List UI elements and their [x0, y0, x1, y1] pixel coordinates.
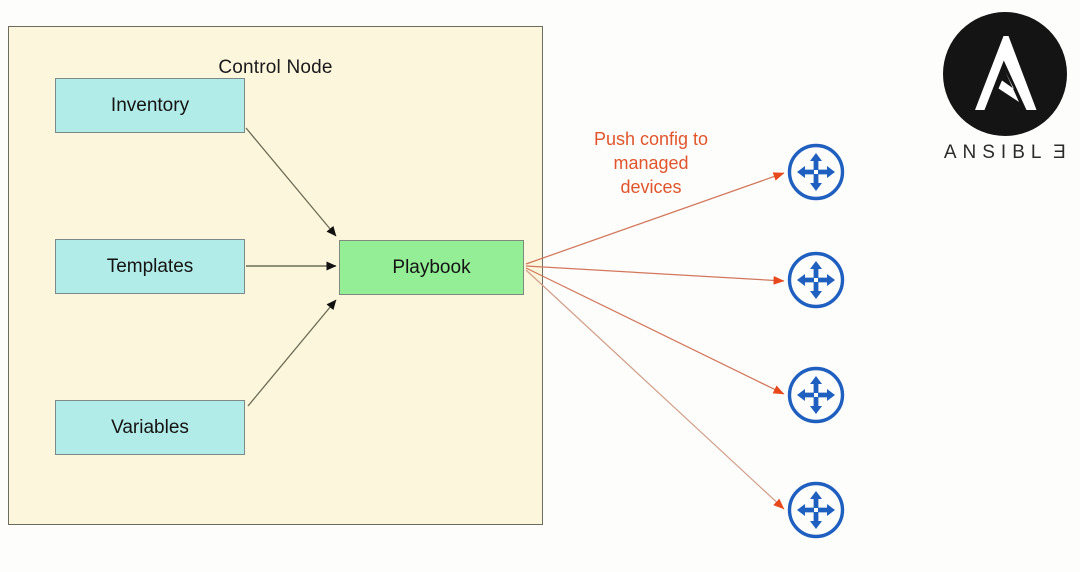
control-node-title: Control Node	[218, 57, 333, 78]
arrow-playbook-to-device-4	[525, 269, 785, 510]
push-config-label: Push config to managed devices	[566, 128, 736, 200]
arrow-playbook-to-device-3	[525, 267, 785, 395]
ansible-wordmark-prefix: ANSIBL	[943, 142, 1048, 163]
push-config-line-1: Push config to	[593, 129, 709, 149]
variables-label: Variables	[111, 416, 189, 438]
router-icon	[787, 251, 845, 309]
router-icon	[787, 143, 845, 201]
templates-label: Templates	[106, 255, 194, 277]
variables-box: Variables	[55, 400, 245, 455]
ansible-logo-icon	[943, 12, 1067, 136]
templates-box: Templates	[55, 239, 245, 294]
push-config-line-2: managed	[613, 152, 689, 173]
router-icon	[787, 481, 845, 539]
ansible-wordmark: ANSIBLE	[925, 142, 1080, 164]
ansible-wordmark-last-letter: E	[1047, 142, 1067, 163]
arrow-playbook-to-device-2	[525, 265, 785, 285]
push-config-line-3: devices	[620, 176, 682, 197]
playbook-label: Playbook	[392, 256, 471, 278]
router-icon	[787, 366, 845, 424]
inventory-label: Inventory	[110, 94, 190, 116]
inventory-box: Inventory	[55, 78, 245, 133]
playbook-box: Playbook	[339, 240, 524, 295]
